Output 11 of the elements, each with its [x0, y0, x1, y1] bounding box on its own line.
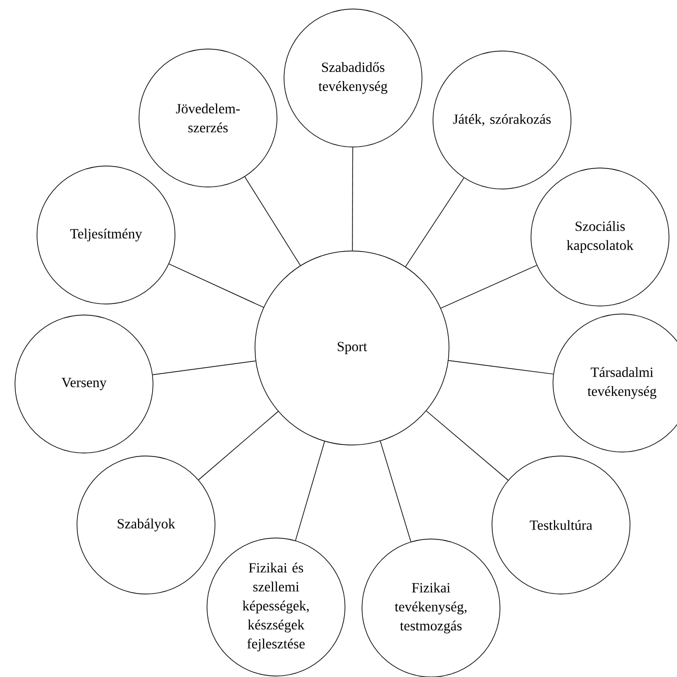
connector-line	[152, 360, 256, 376]
connector-line	[440, 264, 538, 309]
connector-line	[295, 441, 325, 541]
connector-line	[168, 264, 264, 308]
connector-line	[448, 360, 554, 374]
connector-line	[244, 176, 301, 266]
connector-line	[352, 147, 354, 251]
connector-line	[426, 410, 508, 481]
connector-line	[198, 411, 279, 480]
connector-line	[380, 440, 412, 542]
connector-line	[405, 178, 464, 268]
